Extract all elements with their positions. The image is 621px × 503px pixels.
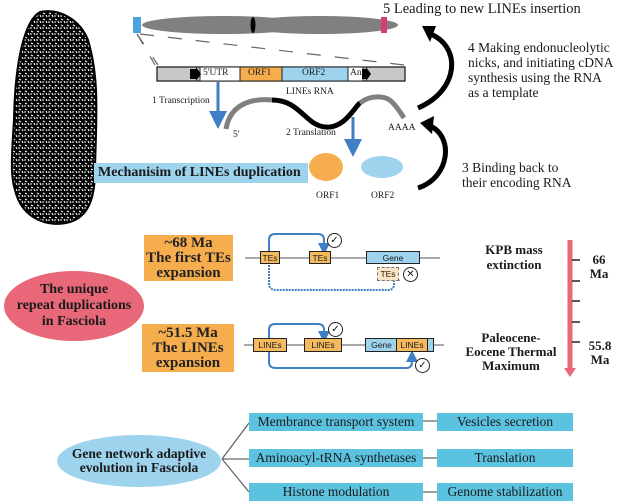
utr-label: 5'UTR xyxy=(203,68,229,78)
step4-line: nicks, and initiating cDNA xyxy=(468,55,614,70)
timeline-line: extinction xyxy=(486,257,542,272)
ellipse-line: Gene network adaptive xyxy=(71,446,207,461)
te-copy: TEs xyxy=(309,251,331,264)
step3-curved-arrow xyxy=(417,122,448,191)
gene-box-2: Gene xyxy=(365,338,397,352)
tick-value: 66 xyxy=(592,252,606,267)
orf2-protein xyxy=(361,156,403,178)
step4-line: 4 Making endonucleolytic xyxy=(468,40,610,55)
fasciola-worm-illustration xyxy=(10,10,98,225)
rna-3prime-segment xyxy=(358,94,407,120)
ellipse-line: in Fasciola xyxy=(41,314,107,329)
event2-line: The LINEs xyxy=(152,339,224,356)
tick-66ma: 66 Ma xyxy=(586,253,612,281)
rna-coding-segment xyxy=(271,97,362,130)
orf1-segment-label: ORF1 xyxy=(248,68,272,78)
polya-label: AAAA xyxy=(388,123,416,133)
check-icon: ✓ xyxy=(415,358,430,373)
step4-label: 4 Making endonucleolytic nicks, and init… xyxy=(468,40,613,100)
ellipse-line: evolution in Fasciola xyxy=(79,460,199,475)
timeline-line: Maximum xyxy=(482,358,540,373)
step4-line: synthesis using the RNA xyxy=(468,70,602,85)
gene-tail xyxy=(427,338,434,352)
te-source: TEs xyxy=(260,251,280,264)
ellipse-line: repeat duplications xyxy=(16,298,132,313)
an-label: An xyxy=(350,68,362,78)
timeline-line: Eocene Thermal xyxy=(465,344,557,359)
gene-box: Gene xyxy=(366,251,420,264)
event2-line: expansion xyxy=(155,354,221,371)
step4-line: as a template xyxy=(468,85,539,100)
row-left: Histone modulation xyxy=(249,483,423,501)
row-right: Genome stabilization xyxy=(437,483,573,501)
orf2-protein-label: ORF2 xyxy=(371,191,395,201)
row-left: Aminoacyl-tRNA synthetases xyxy=(249,449,423,467)
tick-unit: Ma xyxy=(589,266,609,281)
step3-line: their encoding RNA xyxy=(462,175,572,190)
row-right: Translation xyxy=(437,449,573,467)
first-te-expansion-box: ~68 Ma The first TEs expansion xyxy=(144,235,233,281)
ellipse-line: The unique xyxy=(39,282,109,297)
rna-5prime-segment xyxy=(223,97,273,130)
row-left: Membrance transport system xyxy=(249,413,423,431)
timeline-line: Paleocene- xyxy=(481,330,541,345)
orf1-protein-label: ORF1 xyxy=(316,191,340,201)
orf1-protein xyxy=(309,153,343,181)
step3-label: 3 Binding back to their encoding RNA xyxy=(462,160,571,190)
check-icon: ✓ xyxy=(328,322,343,337)
rna-label: LINEs RNA xyxy=(286,87,334,97)
timeline-line: KPB mass xyxy=(485,242,543,257)
te-failed-insertion: TEs xyxy=(377,267,399,281)
transcription-label: 1 Transcription xyxy=(152,96,210,106)
gene-network-ellipse: Gene network adaptive evolution in Fasci… xyxy=(57,435,221,487)
event1-line: expansion xyxy=(156,264,221,281)
unique-repeat-duplications-ellipse: The unique repeat duplications in Fascio… xyxy=(4,271,144,341)
lines-copy: LINEs xyxy=(304,338,342,352)
event1-line: The first TEs xyxy=(146,249,231,266)
lines-inserted: LINEs xyxy=(396,338,428,352)
lines-expansion-box: ~51.5 Ma The LINEs expansion xyxy=(142,324,234,372)
check-icon: ✓ xyxy=(327,233,342,248)
mechanism-title: Mechanisim of LINEs duplication xyxy=(94,163,308,183)
orf2-segment-label: ORF2 xyxy=(302,68,326,78)
event1-line: ~68 Ma xyxy=(164,234,213,251)
event2-line: ~51.5 Ma xyxy=(158,324,218,341)
five-prime-label: 5' xyxy=(233,130,240,140)
zoom-guide-right xyxy=(139,33,405,66)
gene-network-connectors xyxy=(221,420,437,493)
row-right: Vesicles secretion xyxy=(437,413,573,431)
kpb-extinction-label: KPB mass extinction xyxy=(473,242,555,272)
step3-line: 3 Binding back to xyxy=(462,160,559,175)
lines-element-bar xyxy=(156,66,406,82)
tick-55-8ma: 55.8 Ma xyxy=(585,339,615,367)
petm-label: Paleocene- Eocene Thermal Maximum xyxy=(458,331,564,373)
step5-label: 5 Leading to new LINEs insertion xyxy=(383,1,581,17)
geologic-timeline xyxy=(564,240,580,377)
translation-label: 2 Translation xyxy=(286,128,336,138)
chromosome xyxy=(133,16,398,34)
step4-curved-arrow xyxy=(416,30,454,111)
cross-circle-icon: ✕ xyxy=(403,267,418,282)
lines-source: LINEs xyxy=(253,338,287,352)
tick-unit: Ma xyxy=(590,352,610,367)
tick-value: 55.8 xyxy=(588,338,612,353)
